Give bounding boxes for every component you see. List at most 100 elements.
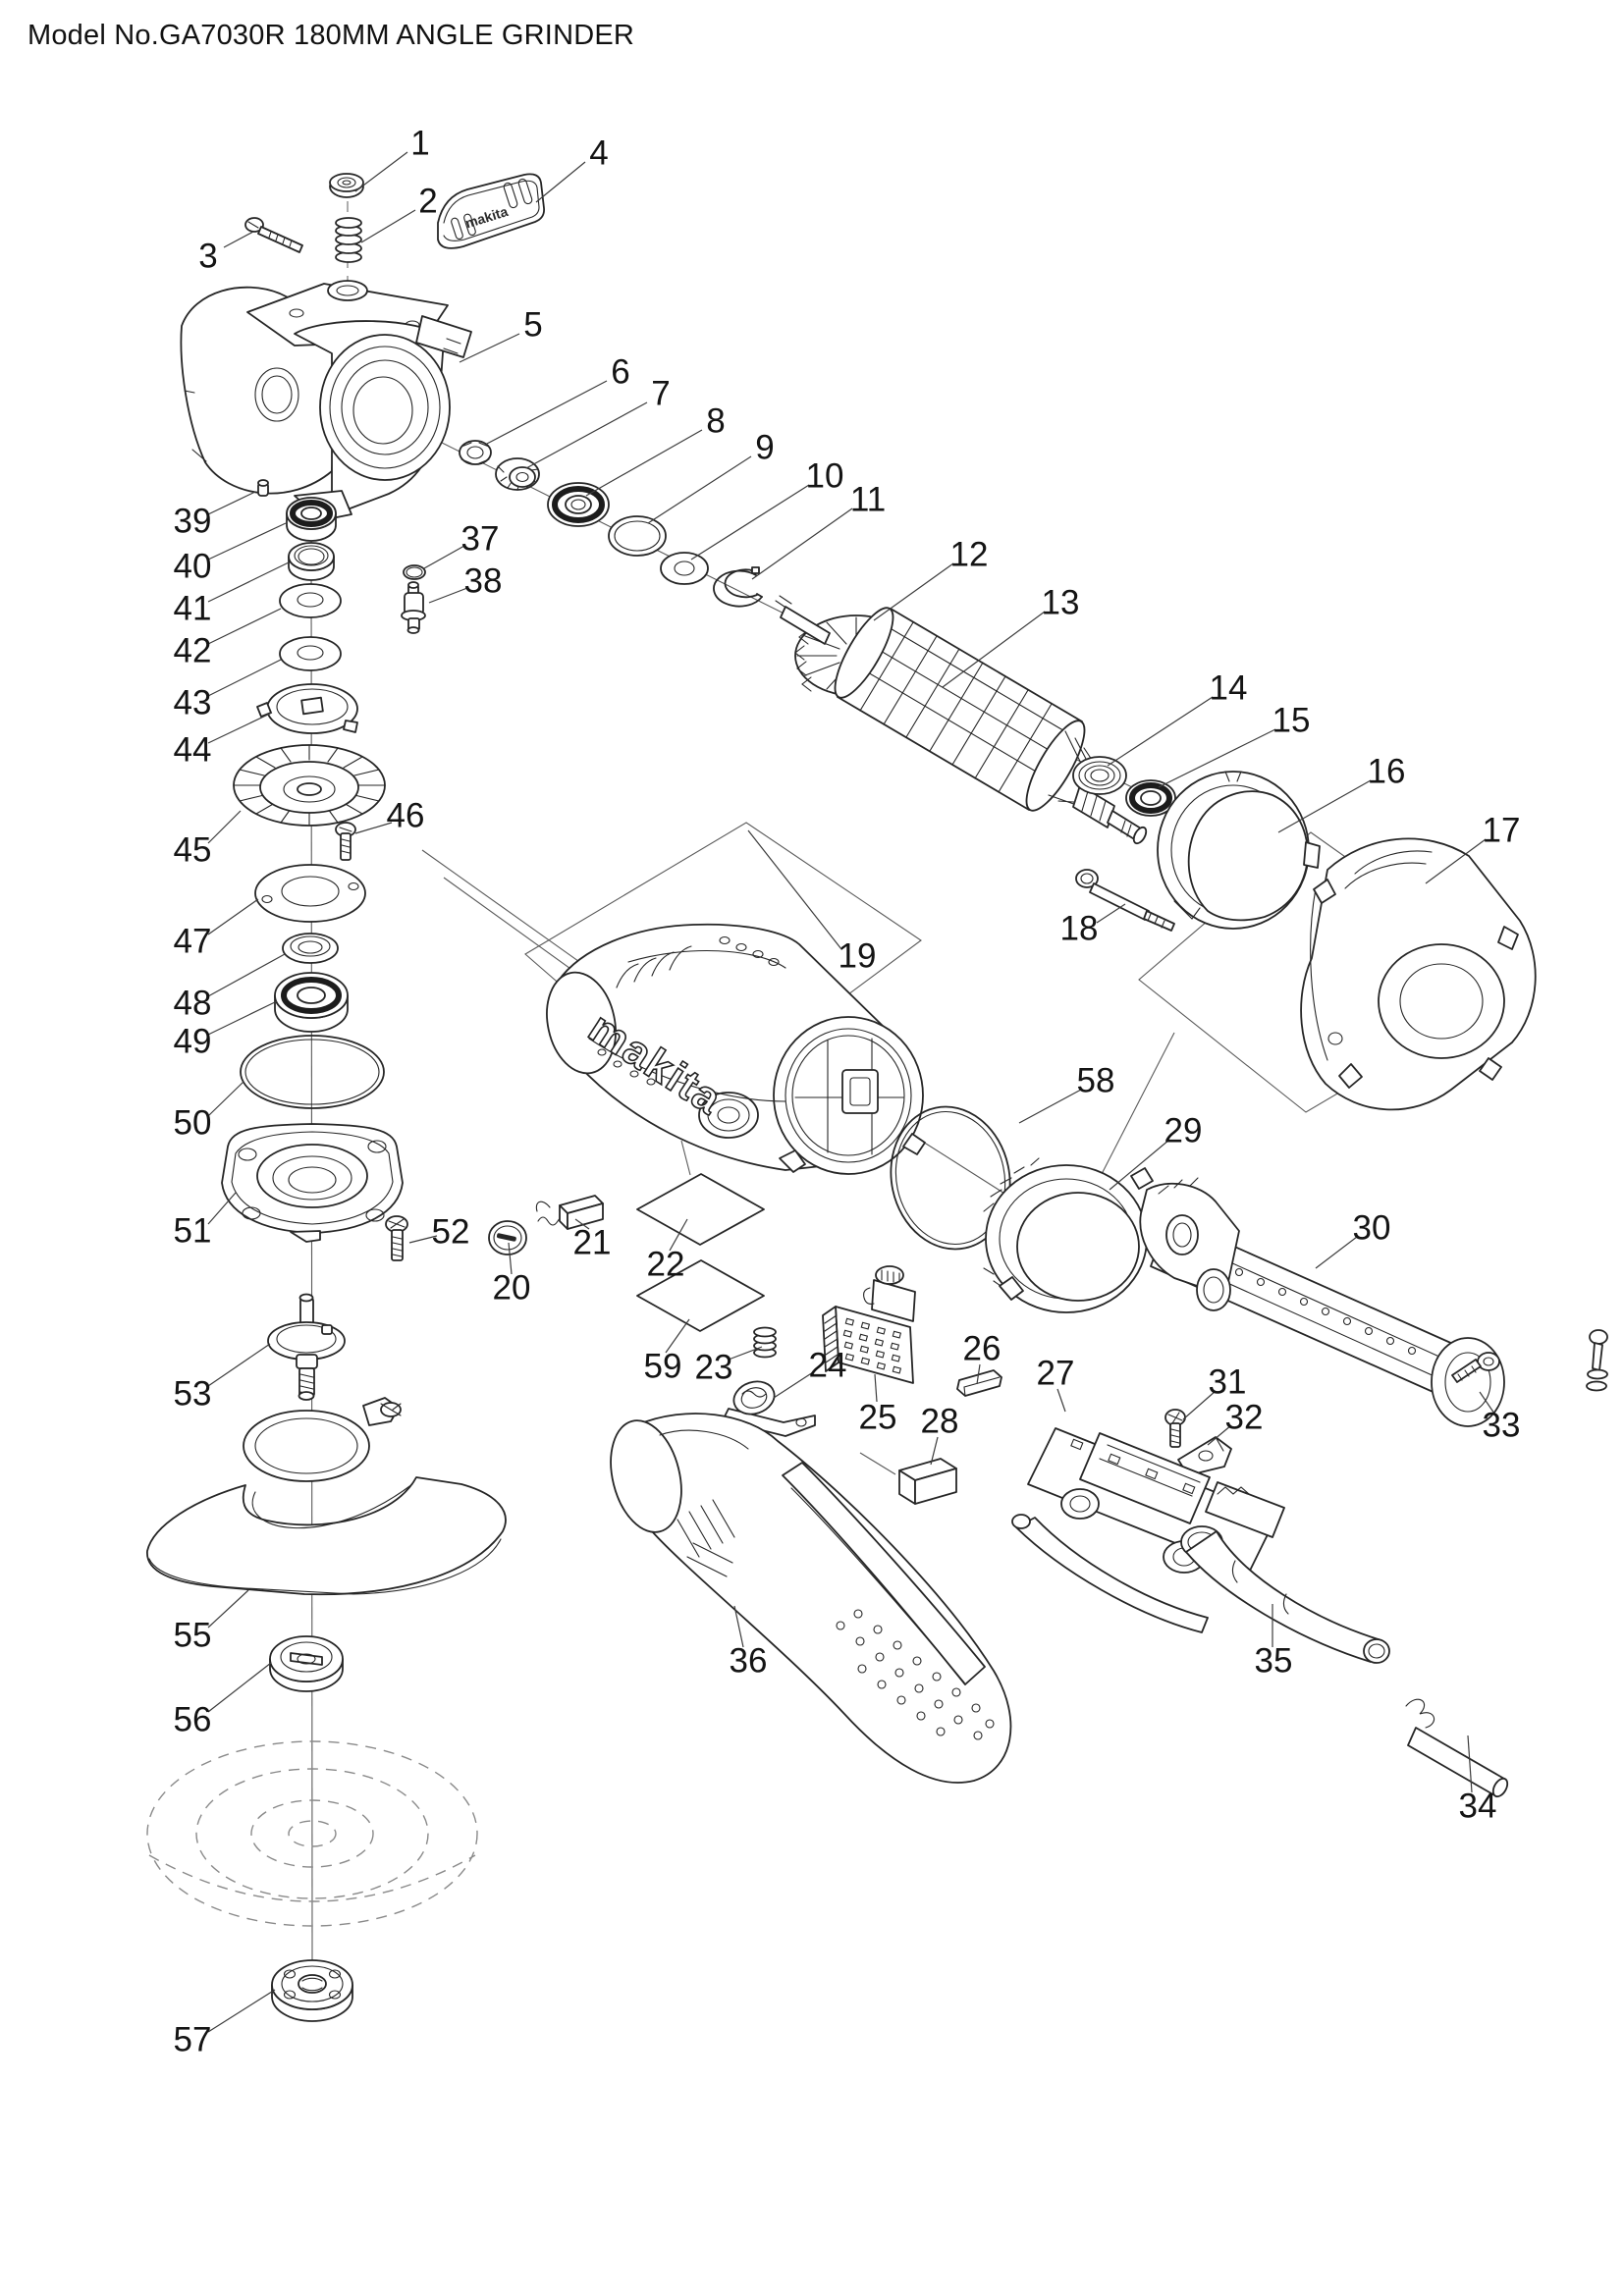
leader-line-42	[207, 608, 282, 645]
part-label-9: 9	[755, 429, 774, 467]
part-label-3: 3	[198, 238, 217, 276]
part-label-1: 1	[410, 125, 429, 163]
leader-line-15	[1158, 728, 1276, 788]
part-38-lock-pin	[401, 581, 426, 634]
part-57-lock-nut	[271, 1959, 353, 2022]
part-label-33: 33	[1483, 1407, 1521, 1445]
part-47-bearing-plate	[254, 864, 366, 923]
part-7-pinion-gear	[495, 457, 540, 491]
leader-line-9	[647, 455, 752, 524]
leader-line-11	[751, 507, 853, 580]
part-label-57: 57	[174, 2021, 212, 2059]
part-16-baffle-plate	[1157, 771, 1321, 930]
part-label-38: 38	[464, 562, 503, 601]
leader-line-39	[207, 491, 256, 515]
part-label-49: 49	[174, 1023, 212, 1061]
part-label-17: 17	[1483, 812, 1521, 850]
part-label-21: 21	[573, 1224, 612, 1262]
leader-line-7	[525, 401, 648, 469]
leader-line-48	[207, 953, 286, 997]
part-label-19: 19	[839, 937, 877, 976]
part-10-washer	[660, 552, 709, 585]
part-45-bevel-gear	[233, 744, 386, 827]
leader-line-37	[423, 545, 465, 569]
part-label-10: 10	[806, 457, 844, 496]
leader-line-24	[773, 1371, 814, 1399]
part-26-carbon-brush	[956, 1369, 1002, 1397]
leader-line-4	[535, 161, 586, 203]
leader-line-23	[728, 1346, 763, 1361]
part-14-spiral-washer	[1072, 756, 1127, 795]
leader-line-20	[508, 1242, 513, 1275]
leader-line-1	[354, 151, 408, 192]
part-label-41: 41	[174, 590, 212, 628]
part-label-45: 45	[174, 831, 212, 870]
part-label-7: 7	[651, 375, 670, 413]
part-label-36: 36	[730, 1642, 768, 1681]
part-34-power-cord	[1405, 1698, 1509, 1798]
leader-line-21	[574, 1218, 590, 1230]
part-51-bearing-housing	[221, 1123, 404, 1243]
part-4-side-handle-cover: makita	[437, 173, 545, 249]
part-41-labyrinth-ring	[288, 542, 335, 581]
part-2-spring	[335, 217, 362, 263]
leader-line-13	[942, 611, 1046, 688]
part-label-30: 30	[1353, 1209, 1391, 1248]
leader-line-59	[665, 1318, 690, 1354]
part-20-brush-cap	[488, 1220, 527, 1255]
part-label-51: 51	[174, 1212, 212, 1251]
part-label-24: 24	[809, 1347, 847, 1385]
part-label-58: 58	[1077, 1062, 1115, 1100]
leader-line-53	[207, 1343, 271, 1387]
leader-line-44	[207, 712, 273, 744]
part-43-flat-washer	[279, 636, 342, 671]
part-label-37: 37	[461, 520, 500, 559]
leader-line-36	[733, 1605, 744, 1648]
part-33-screw	[1451, 1352, 1500, 1383]
part-29-retaining-ring	[983, 1157, 1154, 1313]
leader-line-27	[1056, 1388, 1066, 1413]
leader-line-52	[408, 1235, 438, 1244]
part-9-ring	[608, 515, 667, 557]
leader-line-18	[1096, 903, 1126, 924]
part-label-34: 34	[1459, 1788, 1497, 1826]
part-15-ball-bearing	[1125, 779, 1176, 817]
part-19-motor-housing: makita	[546, 923, 926, 1176]
leader-line-56	[207, 1662, 272, 1713]
leader-line-8	[585, 429, 703, 497]
leader-line-43	[207, 659, 282, 697]
part-label-56: 56	[174, 1701, 212, 1739]
part-label-16: 16	[1368, 753, 1406, 791]
part-label-15: 15	[1272, 702, 1311, 740]
leader-line-3	[223, 231, 254, 248]
part-24-brush-holder	[722, 1380, 816, 1437]
part-label-50: 50	[174, 1104, 212, 1143]
leader-line-38	[428, 587, 468, 604]
part-49-ball-bearing	[274, 972, 349, 1033]
part-label-18: 18	[1060, 910, 1099, 948]
part-label-8: 8	[706, 402, 725, 441]
part-label-2: 2	[418, 183, 437, 221]
part-31-screw	[1164, 1409, 1186, 1448]
part-3-bolt	[244, 217, 303, 253]
part-8-ball-bearing	[547, 482, 610, 527]
leader-line-41	[207, 561, 290, 603]
part-label-44: 44	[174, 731, 212, 770]
part-36-rear-handle	[610, 1413, 1012, 1784]
part-53-spindle	[267, 1293, 346, 1401]
part-label-26: 26	[963, 1330, 1001, 1368]
part-27-switch-assembly	[1011, 1329, 1608, 1633]
leader-line-32	[1207, 1424, 1232, 1446]
part-58-o-ring	[890, 1105, 1011, 1251]
leader-line-57	[207, 1989, 276, 2033]
part-44-lock-plate	[256, 683, 358, 734]
part-label-12: 12	[950, 536, 989, 574]
leader-line-5	[459, 333, 520, 363]
part-55-wheel-cover	[146, 1397, 507, 1596]
part-25-controller	[822, 1265, 916, 1384]
leader-line-22	[669, 1218, 688, 1252]
leader-line-2	[360, 209, 416, 243]
